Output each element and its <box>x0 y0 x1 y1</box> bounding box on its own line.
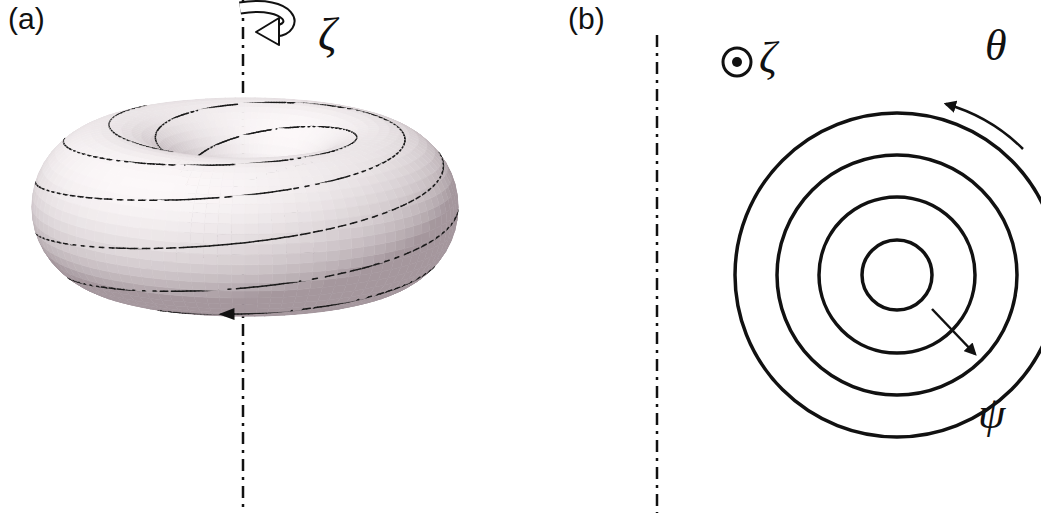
torus-facet <box>237 103 245 107</box>
torus-facet <box>236 100 245 103</box>
torus-facet <box>238 113 245 120</box>
torus-facet <box>238 107 245 112</box>
torus-facet <box>239 127 245 135</box>
torus-facet <box>240 144 245 154</box>
torus-surface <box>32 98 458 320</box>
torus-facet <box>245 103 253 107</box>
torus-facet <box>240 135 245 144</box>
torus-facet <box>239 119 245 127</box>
torus-facet <box>245 135 250 144</box>
torus-facet <box>245 119 251 127</box>
torus-facet <box>245 113 252 120</box>
torus-facet <box>245 144 250 154</box>
torus-facet <box>245 107 252 112</box>
